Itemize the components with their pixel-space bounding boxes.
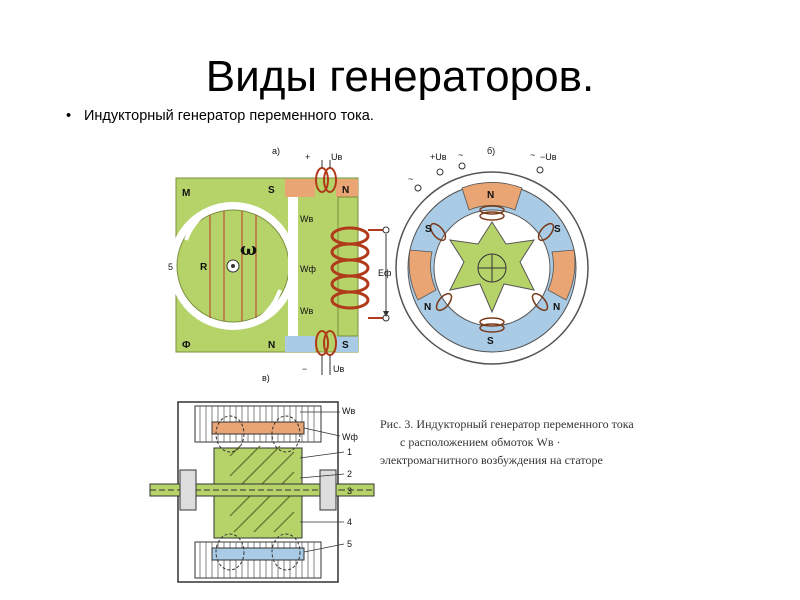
terminal-tilde-left-b: ~ — [458, 150, 463, 160]
label-2: 2 — [347, 469, 352, 479]
label-wf-c: Wф — [342, 432, 358, 442]
flux-arrow — [184, 203, 221, 241]
label-five: 5 — [168, 262, 173, 272]
label-4: 4 — [347, 517, 352, 527]
panel-a-label: а) — [272, 146, 280, 156]
label-n-top: N — [342, 185, 349, 196]
caption-line-3: электромагнитного возбуждения на статоре — [380, 453, 603, 467]
label-s-left-b: S — [425, 224, 432, 235]
label-r: R — [200, 262, 208, 273]
coil-wf — [330, 226, 370, 310]
panel-b-label: б) — [487, 146, 495, 156]
pole-n-bottom — [285, 336, 315, 352]
terminal-plus-ub-b: +Uв — [430, 152, 447, 162]
label-m: M — [182, 188, 190, 199]
label-n-top-b: N — [487, 190, 494, 201]
caption-line-1: Рис. 3. Индукторный генератор переменног… — [380, 417, 634, 431]
bullet-item: • Индукторный генератор переменного тока. — [66, 108, 374, 124]
label-s-bottom: S — [342, 340, 349, 351]
bullet-text: Индукторный генератор переменного тока. — [84, 108, 374, 124]
terminal-minus-ub-b: −Uв — [540, 152, 557, 162]
bearing-left — [179, 469, 197, 511]
pole-s-top — [285, 179, 315, 197]
label-wf: Wф — [300, 264, 316, 274]
label-s-top: S — [268, 185, 275, 196]
panel-b-diagram: б) N S S N N S +Uв — [395, 146, 589, 365]
terminal-ub-bottom: Uв — [333, 364, 344, 374]
terminal-plus: + — [305, 152, 310, 162]
excitation-winding-bottom — [211, 547, 305, 561]
label-e: Eф — [378, 268, 392, 278]
label-omega: ω — [240, 239, 257, 260]
label-phi: Ф — [182, 340, 191, 351]
caption-line-2: с расположением обмоток Wв · — [400, 435, 560, 449]
label-s-bottom-b: S — [487, 336, 494, 347]
terminal-ub-top: Uв — [331, 152, 342, 162]
slide-title: Виды генераторов. — [205, 52, 595, 101]
pole-s-bottom — [336, 336, 358, 352]
label-wv-bottom: Wв — [300, 306, 313, 316]
panel-c-diagram: в) — [149, 373, 375, 583]
panel-c-label: в) — [262, 373, 270, 383]
bearing-right — [319, 469, 337, 511]
label-n-left-b: N — [424, 302, 431, 313]
bullet-icon: • — [66, 108, 72, 124]
label-wv-c: Wв — [342, 406, 355, 416]
terminal-minus: − — [302, 364, 307, 374]
terminal-tilde-side-b: ~ — [408, 174, 413, 184]
panel-a-diagram: а) M S N N S Ф R ω 5 — [168, 146, 392, 375]
label-n-right-b: N — [553, 302, 560, 313]
label-1: 1 — [347, 447, 352, 457]
pole-n-right-b — [547, 249, 576, 301]
label-3: 3 — [347, 486, 352, 496]
terminal-tilde-right-b: ~ — [530, 150, 535, 160]
label-s-right-b: S — [554, 224, 561, 235]
pole-n-top — [336, 179, 358, 197]
pole-n-left-b — [408, 249, 437, 301]
excitation-winding-top — [211, 421, 305, 435]
label-wv-top: Wв — [300, 214, 313, 224]
label-n-bottom: N — [268, 340, 275, 351]
label-5: 5 — [347, 539, 352, 549]
pole-n-top-b — [461, 182, 523, 211]
